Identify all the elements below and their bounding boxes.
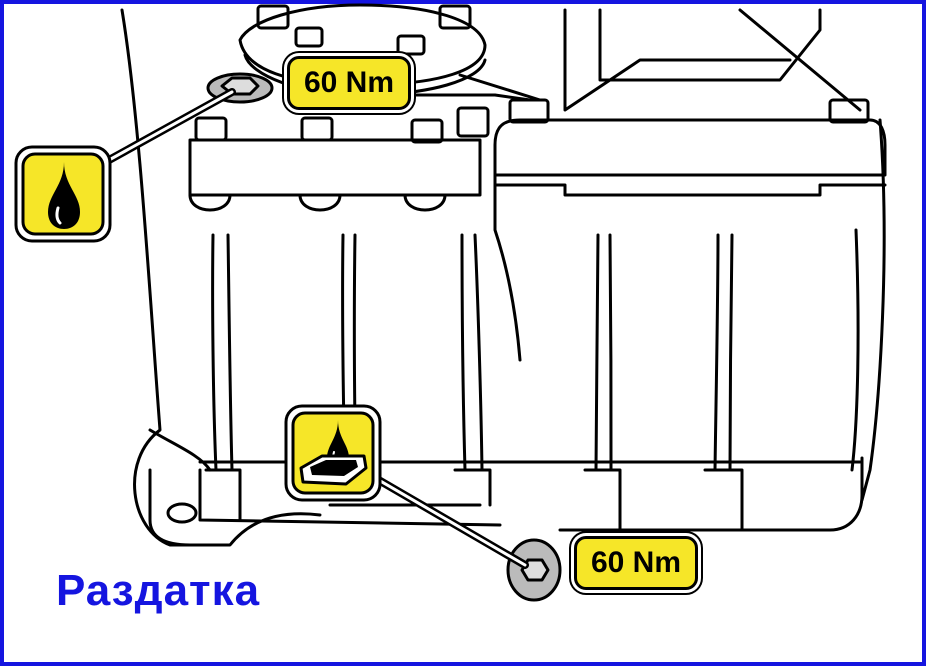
housing: [120, 3, 887, 602]
oil-drain-icon: [284, 404, 382, 502]
drain-plug-torque-label: 60 Nm: [574, 536, 698, 590]
diagram-caption: Раздатка: [56, 566, 261, 615]
oil-drop-icon: [14, 145, 112, 243]
fill-plug-torque-label: 60 Nm: [287, 56, 411, 110]
